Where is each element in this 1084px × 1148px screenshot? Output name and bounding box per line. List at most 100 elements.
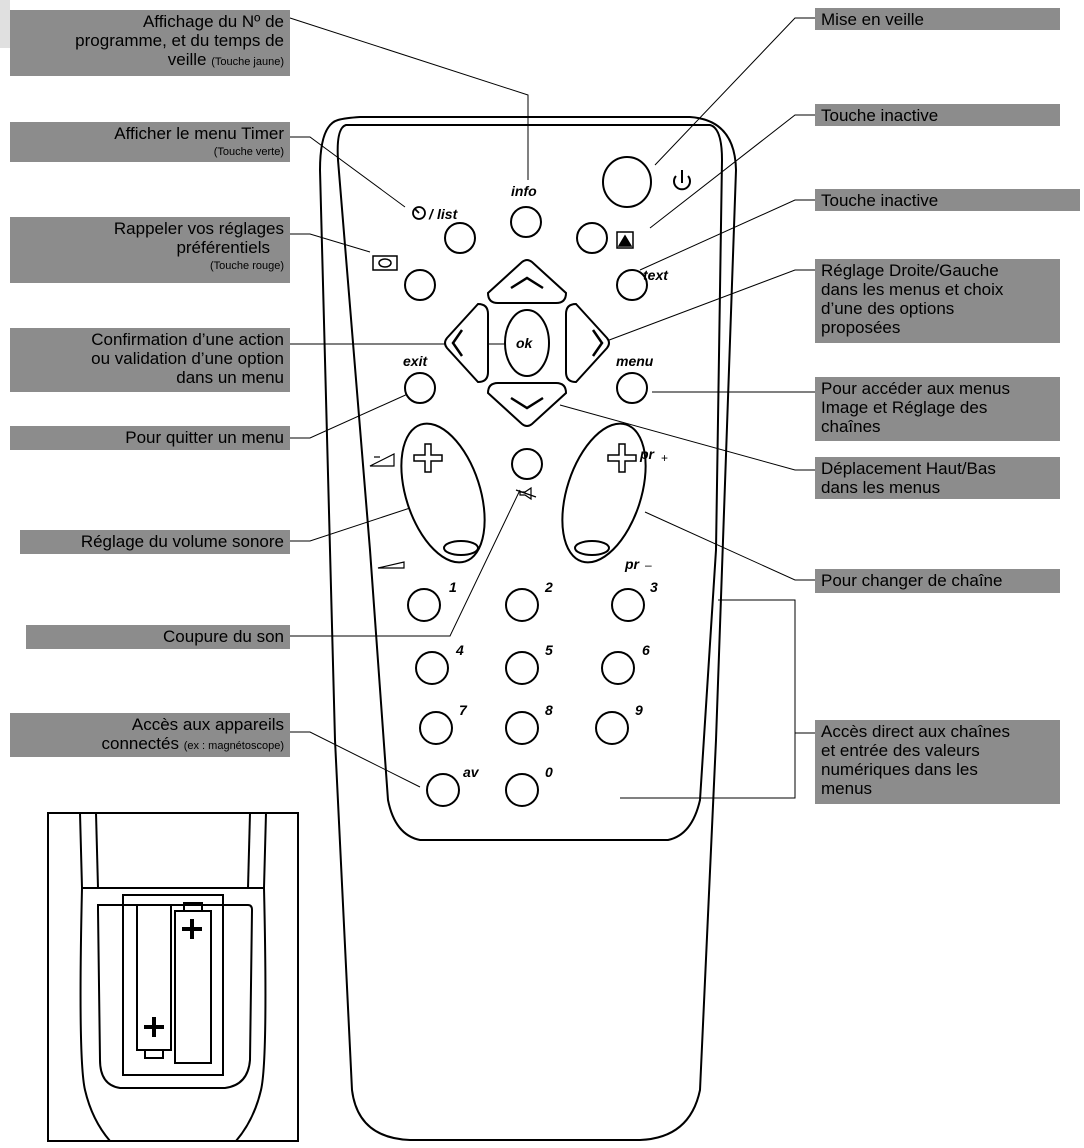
button-group-top [404, 156, 652, 480]
label-prefs: Rappeler vos réglages préférentiels (Tou… [10, 217, 290, 283]
plus-marks [413, 443, 637, 473]
label-leftright-line-2: dans les menus et choix [821, 280, 1004, 299]
label-timer-note: (Touche verte) [213, 146, 284, 158]
label-av-line-1: Accès aux appareils [131, 715, 284, 734]
label-direct-line-3: numériques dans les [821, 760, 978, 779]
label-ok-line-3: dans un menu [176, 368, 284, 387]
digit-1-button[interactable] [407, 588, 441, 622]
clock-icon [412, 206, 426, 220]
label-standby-line-1: Mise en veille [821, 10, 924, 29]
nav-up-button[interactable] [486, 259, 568, 304]
digit-7-label: 7 [459, 702, 468, 718]
power-icon [673, 170, 691, 191]
volume-up-icon [369, 453, 395, 467]
label-direct-line-2: et entrée des valeurs [821, 741, 980, 760]
list-button[interactable] [444, 222, 476, 254]
label-menu-line-3: chaînes [821, 417, 881, 436]
digit-5-button[interactable] [505, 651, 539, 685]
pr-plus-label: pr [639, 446, 656, 462]
label-exit: Pour quitter un menu [10, 426, 290, 450]
label-updown-line-2: dans les menus [821, 478, 941, 497]
nav-arrows [451, 276, 604, 410]
label-info: Affichage du Nº de programme, et du temp… [10, 10, 290, 76]
pr-plus-sign: + [661, 451, 668, 465]
label-updown: Déplacement Haut/Bas dans les menus [815, 457, 1060, 499]
label-mute-line-1: Coupure du son [163, 627, 284, 646]
speaker-mute-icon [519, 486, 532, 501]
label-prefs-line-2: préférentiels [176, 238, 270, 257]
digit-3-label: 3 [650, 579, 658, 595]
digit-7-button[interactable] [419, 711, 453, 745]
label-exit-line-1: Pour quitter un menu [125, 428, 284, 447]
list-slash: / [428, 206, 435, 222]
av-button[interactable] [426, 773, 460, 807]
label-ok-line-2: ou validation d’une option [91, 349, 284, 368]
digit-9-label: 9 [635, 702, 643, 718]
mute-button[interactable] [511, 448, 543, 480]
label-timer-line-1: Afficher le menu Timer [114, 124, 284, 143]
digit-4-label: 4 [455, 642, 464, 658]
volume-plus-mark [413, 443, 443, 473]
digit-9-button[interactable] [595, 711, 629, 745]
button-labels: info list / text ok exit menu pr + pr – … [403, 183, 669, 780]
label-channel-line-1: Pour changer de chaîne [821, 571, 1003, 590]
program-minus-mark [574, 540, 610, 556]
digit-2-button[interactable] [505, 588, 539, 622]
digit-8-label: 8 [545, 702, 553, 718]
label-ok-line-1: Confirmation d’une action [91, 330, 284, 349]
label-timer: Afficher le menu Timer (Touche verte) [10, 122, 290, 162]
label-inactive-1: Touche inactive [815, 104, 1060, 126]
digit-3-button[interactable] [611, 588, 645, 622]
digit-0-label: 0 [545, 764, 553, 780]
label-inactive-1-line-1: Touche inactive [821, 106, 939, 125]
volume-rocker[interactable] [386, 413, 501, 573]
nav-down-button[interactable] [486, 382, 568, 427]
menu-label: menu [616, 353, 654, 369]
menu-button[interactable] [616, 372, 648, 404]
label-prefs-note: (Touche rouge) [210, 260, 284, 272]
label-updown-line-1: Déplacement Haut/Bas [821, 459, 996, 478]
digit-4-button[interactable] [415, 651, 449, 685]
text-label: text [643, 267, 669, 283]
label-ok: Confirmation d’une action ou validation … [10, 328, 290, 392]
battery-plus-icons [144, 919, 202, 1037]
remote-body [318, 116, 738, 1141]
digit-6-label: 6 [642, 642, 650, 658]
digit-8-button[interactable] [505, 711, 539, 745]
label-av: Accès aux appareils connectés (ex : magn… [10, 713, 290, 757]
label-direct-line-1: Accès direct aux chaînes [821, 722, 1010, 741]
info-label: info [511, 183, 537, 199]
label-inactive-2: Touche inactive [815, 189, 1080, 211]
digit-6-button[interactable] [601, 651, 635, 685]
label-channel: Pour changer de chaîne [815, 569, 1060, 593]
inactive-button-1[interactable] [576, 222, 608, 254]
numeric-keypad [407, 588, 645, 807]
label-info-line-3: veille (Touche jaune) [167, 50, 284, 69]
volume-down-icon [377, 561, 405, 569]
label-direct-line-4: menus [821, 779, 873, 798]
exit-label: exit [403, 353, 428, 369]
nav-left-button[interactable] [444, 302, 489, 384]
label-menu-line-2: Image et Réglage des [821, 398, 988, 417]
red-button[interactable] [404, 269, 436, 301]
digit-0-button[interactable] [505, 773, 539, 807]
program-plus-mark [607, 443, 637, 473]
nav-right-button[interactable] [565, 302, 610, 384]
label-mute: Coupure du son [26, 625, 290, 649]
exit-button[interactable] [404, 372, 436, 404]
list-label: list [437, 206, 459, 222]
label-av-line-2: connectés (ex : magnétoscope) [101, 734, 284, 753]
label-prefs-line-1: Rappeler vos réglages [113, 219, 284, 238]
ok-button[interactable] [504, 309, 550, 377]
text-button[interactable] [616, 269, 648, 301]
power-button[interactable] [602, 156, 652, 208]
connector-lines [289, 17, 815, 799]
info-button[interactable] [510, 206, 542, 238]
battery-inset [47, 812, 299, 1142]
label-volume-line-1: Réglage du volume sonore [80, 532, 284, 551]
pr-minus-sign: – [645, 558, 652, 572]
volume-minus-mark [443, 540, 479, 556]
teletext-icon [616, 231, 634, 249]
label-leftright-line-4: proposées [821, 318, 901, 337]
